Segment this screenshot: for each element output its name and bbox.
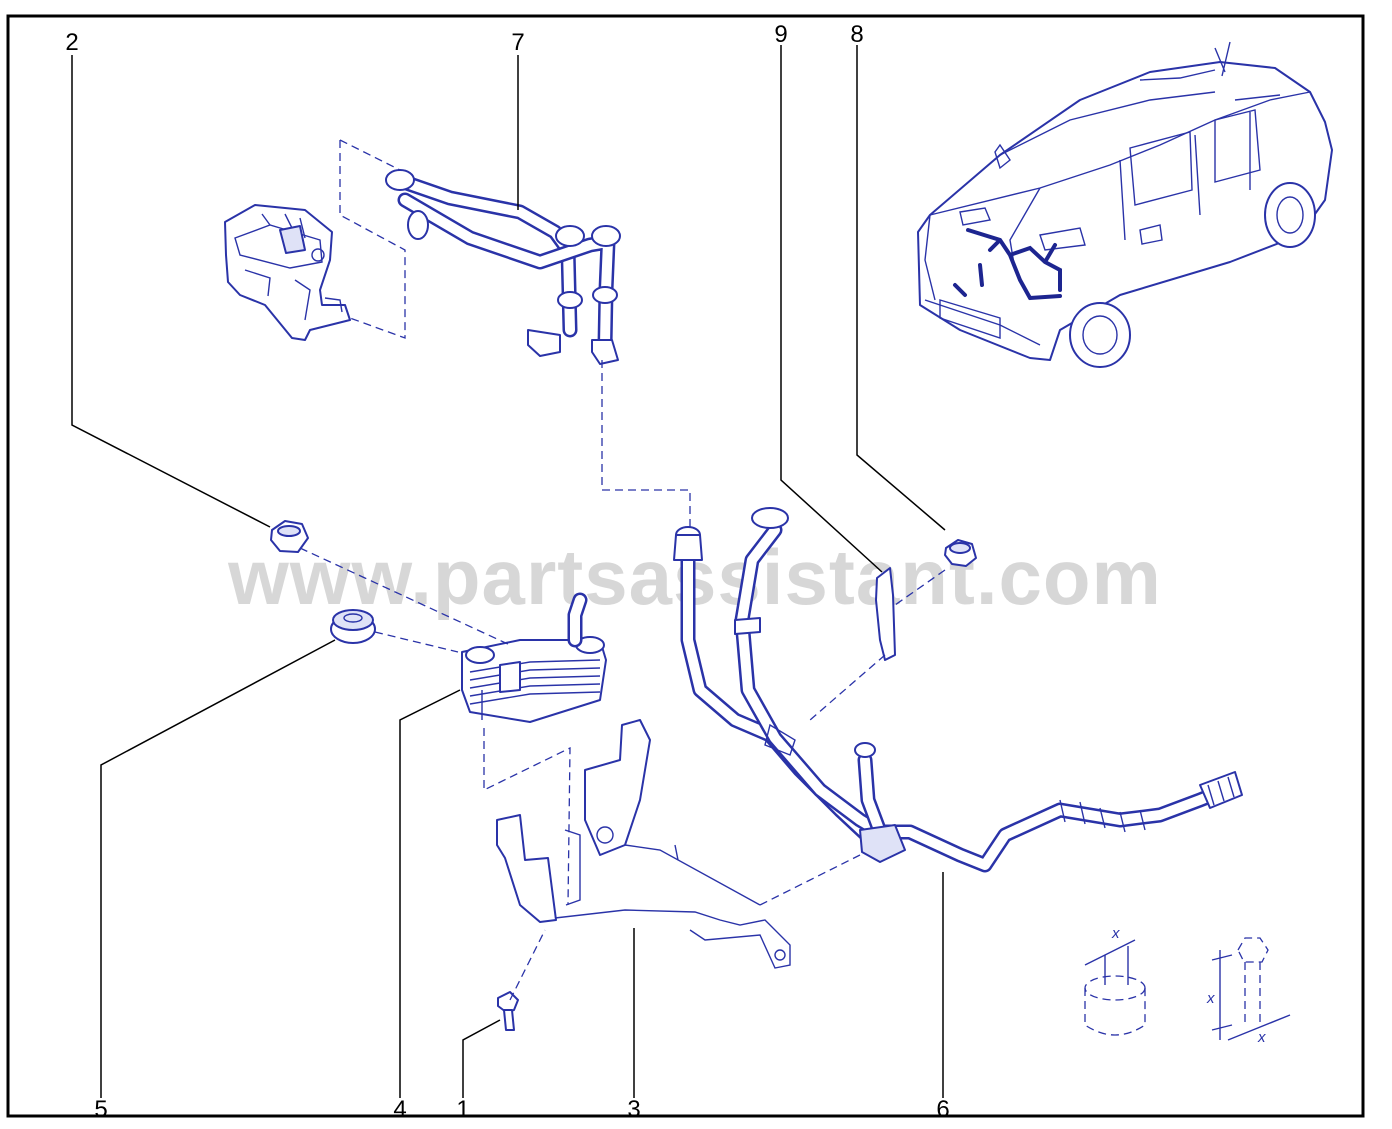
callout-numbers: 2 7 9 8 5 4 1 3 6: [65, 21, 949, 1123]
callout-3: 3: [627, 1096, 640, 1123]
callout-9: 9: [774, 21, 787, 48]
leader-lines: [71, 45, 946, 1098]
assembly-dashed-lines: [299, 139, 946, 1001]
heater-valve-assembly: [224, 204, 351, 341]
drawing-frame: [6, 14, 1365, 1118]
tightening-detail-bolt: x x: [1206, 937, 1291, 1046]
callout-8: 8: [850, 21, 863, 48]
nut-part-2: [270, 520, 309, 553]
callout-5: 5: [94, 1096, 107, 1123]
callout-2: 2: [65, 29, 78, 56]
callout-7: 7: [511, 29, 524, 56]
callout-4: 4: [393, 1096, 406, 1123]
nut-part-8: [944, 539, 977, 567]
dimension-label-bolt-length: x: [1206, 990, 1215, 1007]
vehicle-illustration: [917, 41, 1333, 368]
tightening-detail-nut: x: [1084, 925, 1146, 1036]
heater-hose-assembly: [385, 169, 621, 365]
callout-6: 6: [936, 1096, 949, 1123]
bolt-part-1: [497, 991, 519, 1031]
bracket-part-3: [496, 719, 791, 969]
dimension-label-bolt-diameter: x: [1257, 1029, 1266, 1046]
oil-cooler-part-4: [461, 592, 607, 723]
coolant-hose-part-6: [673, 507, 1243, 873]
seal-part-5: [330, 609, 376, 644]
clip-part-9: [875, 567, 896, 661]
dimension-label-nut: x: [1111, 925, 1120, 942]
callout-1: 1: [456, 1096, 469, 1123]
